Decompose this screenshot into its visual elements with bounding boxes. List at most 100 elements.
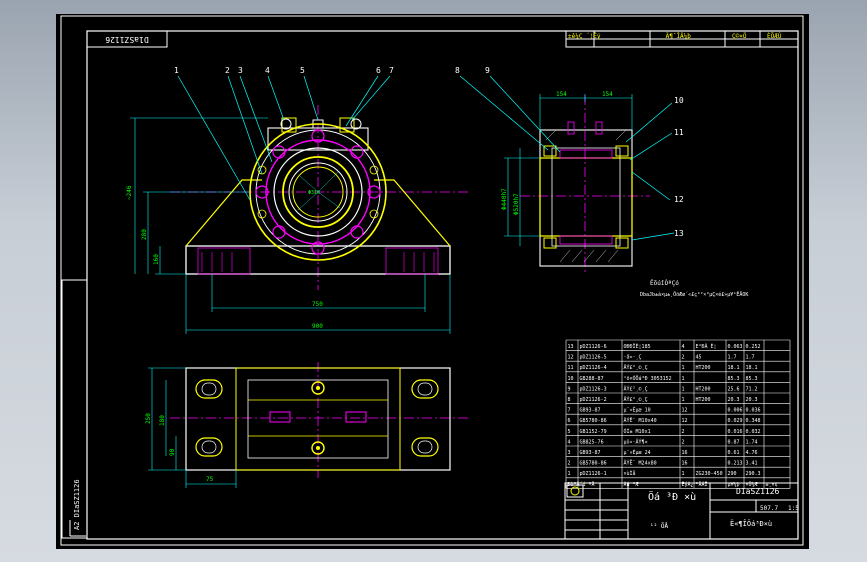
bom-cell: 0.213 xyxy=(728,461,743,467)
bom-cell: 5 xyxy=(568,429,571,435)
callout-1: 1 xyxy=(174,66,179,75)
callout-2: 2 xyxy=(225,66,230,75)
title-block xyxy=(564,482,799,540)
title-name: Öá ³Ð ×ù xyxy=(648,490,696,503)
bom-cell: 1 xyxy=(682,471,685,477)
code-stamp: D1aSZ1126 xyxy=(105,35,149,44)
bom-cell: 0.016 xyxy=(728,429,743,435)
bom-cell: ÂÝ£²¸©¸Ç xyxy=(624,364,648,371)
dim-160: 160 xyxy=(153,254,160,265)
callout-5: 5 xyxy=(300,66,305,75)
callout-8: 8 xyxy=(455,66,460,75)
callout-13: 13 xyxy=(674,229,684,238)
callout-7: 7 xyxy=(389,66,394,75)
bom-cell: 20.3 xyxy=(746,397,758,403)
bom-header-cell: ÊýÁ¿ xyxy=(682,480,694,488)
top-view[interactable]: 250 180 90 75 xyxy=(145,362,470,488)
bom-cell: GB5780-86 xyxy=(580,418,607,424)
bom-cell: µõ»·ÂÝ¶¤ xyxy=(624,438,648,445)
bom-cell: 18.1 xyxy=(728,365,740,371)
bom-cell: 85.3 xyxy=(728,376,740,382)
bom-cell: GB1152-79 xyxy=(580,429,607,435)
bom-cell: 0.063 xyxy=(728,344,743,350)
bom-cell: 290 xyxy=(728,471,737,477)
bom-cell: 3 xyxy=(568,450,571,456)
bom-cell: GB288-87 xyxy=(580,376,604,382)
dim-90: 90 xyxy=(169,448,176,456)
bom-cell: ¹ö×ÓÖá³Ð 3053152 xyxy=(624,375,672,382)
dim-180: 180 xyxy=(159,415,166,426)
title-code: DIaSZ1126 xyxy=(736,487,780,496)
bom-cell: 1 xyxy=(682,376,685,382)
bom-cell: E²ÐÃ È¦ xyxy=(696,342,717,350)
bom-cell: ×ùÌå xyxy=(624,470,636,477)
bom-cell: 2 xyxy=(682,429,685,435)
bom-cell: 16 xyxy=(682,461,688,467)
bom-cell: 290.3 xyxy=(746,471,761,477)
bom-cell: 8 xyxy=(568,397,571,403)
dim-154-left: 154 xyxy=(556,91,567,98)
bom-cell: 18.1 xyxy=(746,365,758,371)
bom-cell: 12 xyxy=(682,408,688,414)
bom-cell: pDZ1126-4 xyxy=(580,365,607,371)
callout-4: 4 xyxy=(265,66,270,75)
bom-cell: ÂÝ£²¸©¸Ç xyxy=(624,385,648,392)
bom-cell: 1 xyxy=(568,471,571,477)
bom-cell: OÐÐÎÈ¦185 xyxy=(624,342,651,350)
front-view[interactable]: Φ310 1 2 3 4 5 6 7 xyxy=(126,66,470,334)
bom-cell: ·â»·¸Ç xyxy=(624,354,642,361)
side-stamp: A2 DIaSZ1126 xyxy=(73,479,81,530)
bom-cell: µ¯»Éµæ 10 xyxy=(624,406,651,414)
bom-cell: 20.3 xyxy=(728,397,740,403)
bom-cell: GB93-87 xyxy=(580,450,601,456)
title-company: Ë«¶ÎÖá³Ð×ù xyxy=(730,519,772,528)
bom-cell: 6 xyxy=(568,418,571,424)
bom-cell: pDZ1126-5 xyxy=(580,355,607,361)
bom-cell: 2 xyxy=(682,355,685,361)
bom-cell: 1.74 xyxy=(746,439,758,445)
bom-cell: 0.87 xyxy=(728,439,740,445)
model-space-background xyxy=(56,14,809,549)
bom-cell: 1.7 xyxy=(728,355,737,361)
bom-cell: 1 xyxy=(682,397,685,403)
callout-6: 6 xyxy=(376,66,381,75)
bom-cell: 85.3 xyxy=(746,376,758,382)
logo-box xyxy=(566,484,584,498)
bom-header-cell: ×Ü¼Æ xyxy=(746,481,758,488)
bom-cell: HT200 xyxy=(696,397,711,403)
bom-header-cell: µ¥¼þ xyxy=(728,482,740,488)
title-scale: 1:5 xyxy=(788,505,799,512)
bom-header-cell: Ãû ³Æ xyxy=(624,481,639,488)
rev-col-1: ±ê¼Ç ´¦Êý xyxy=(568,32,601,40)
bom-cell: 2 xyxy=(682,439,685,445)
dim-280: 280 xyxy=(141,229,148,240)
bom-cell: 45 xyxy=(696,355,702,361)
bom-cell: 1.7 xyxy=(746,355,755,361)
bom-header-cell: ±¸×¢ xyxy=(766,482,778,488)
tech-note-title: ÊõúîÒªÇó xyxy=(650,279,679,287)
bom-cell: 0.036 xyxy=(746,408,761,414)
bom-cell: 0.006 xyxy=(728,408,743,414)
bom-cell: 71.2 xyxy=(746,386,758,392)
bom-cell: 12 xyxy=(568,355,574,361)
code-stamp-box xyxy=(86,30,168,48)
rev-col-3: Ç©×Ö xyxy=(732,33,747,40)
side-section-view[interactable]: 8 9 10 11 12 13 154 154 Φ440h7 Φ520h7 xyxy=(455,66,684,275)
bom-cell: 4 xyxy=(682,344,685,350)
bom-cell: HT200 xyxy=(696,365,711,371)
callout-11: 11 xyxy=(674,128,684,137)
bom-cell: 4 xyxy=(568,439,571,445)
bom-cell: 16 xyxy=(682,450,688,456)
bom-cell: 2 xyxy=(568,461,571,467)
bom-cell: pDZ1126-6 xyxy=(580,344,607,350)
dim-750: 750 xyxy=(312,301,323,308)
bom-cell: ÂÝ£²¸©¸Ç xyxy=(624,396,648,403)
dim-900: 900 xyxy=(312,323,323,330)
bom-cell: 13 xyxy=(568,344,574,350)
bom-header-cell: ÐòºÅ xyxy=(568,481,580,488)
bom-cell: 12 xyxy=(682,418,688,424)
bom-cell: 0.61 xyxy=(728,450,740,456)
dim-phi520: Φ520h7 xyxy=(513,193,520,215)
